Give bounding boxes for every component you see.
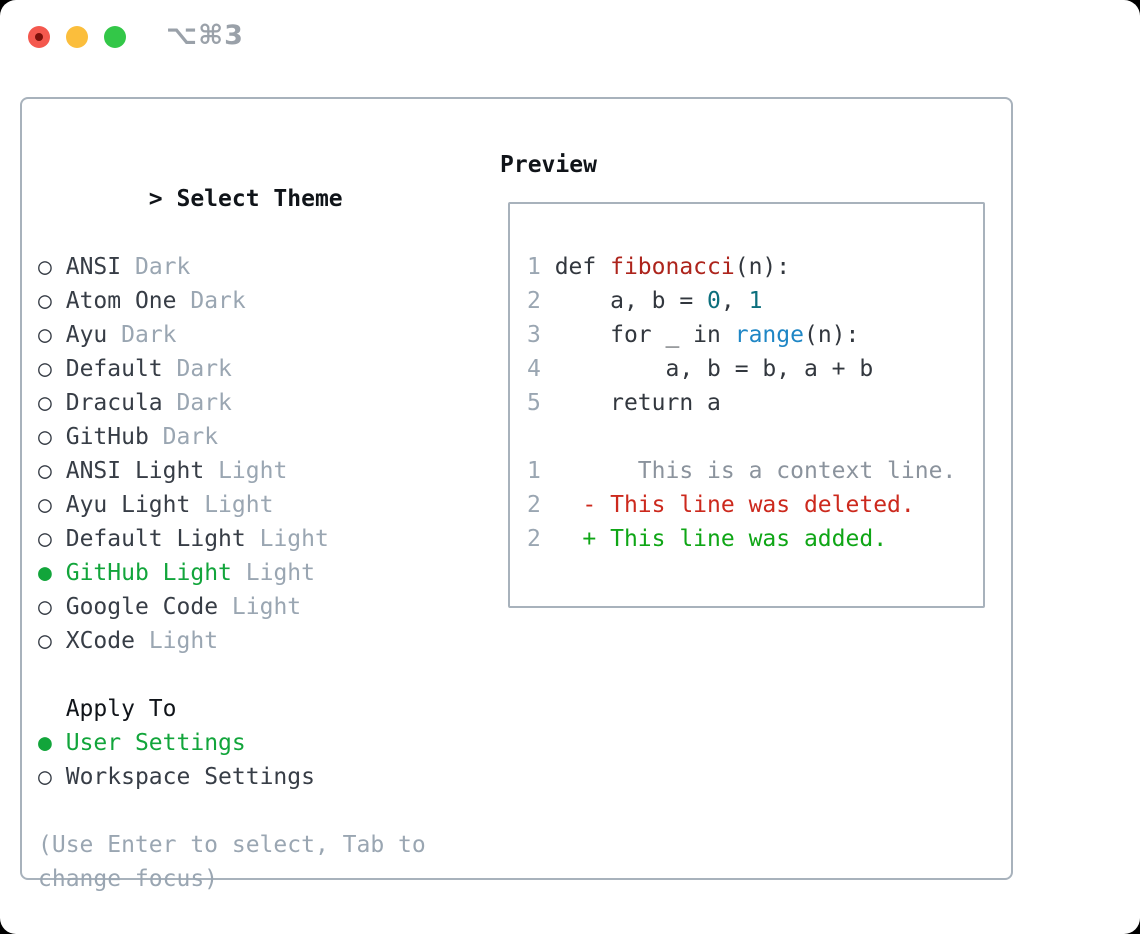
- window-title-shortcut: ⌥⌘3: [166, 20, 244, 51]
- preview-line: 3 for _ in range(n):: [527, 322, 860, 348]
- theme-selector-panel: > Select Theme ○ ANSI Dark○ Atom One Dar…: [20, 97, 1013, 892]
- radio-icon: ○: [38, 526, 52, 552]
- radio-icon: ○: [38, 322, 52, 348]
- theme-variant: Light: [204, 492, 274, 518]
- theme-name: ANSI Light: [65, 458, 205, 484]
- theme-variant: Dark: [121, 322, 177, 348]
- help-text-line-2: change focus): [38, 866, 219, 892]
- theme-variant: Dark: [176, 356, 232, 382]
- theme-name: Atom One: [65, 288, 177, 314]
- radio-icon: ○: [38, 254, 52, 280]
- theme-variant: Dark: [162, 424, 219, 450]
- spacer: [38, 794, 500, 828]
- radio-icon: ○: [38, 594, 52, 620]
- apply-to-option[interactable]: ○ Workspace Settings: [38, 760, 500, 794]
- theme-name: Google Code: [65, 594, 219, 620]
- help-text-line-1: (Use Enter to select, Tab to: [38, 832, 426, 858]
- apply-to-header: Apply To: [65, 696, 177, 722]
- theme-option[interactable]: ○ ANSI Dark: [38, 250, 500, 284]
- theme-name: GitHub: [65, 424, 149, 450]
- select-theme-title: Select Theme: [176, 186, 343, 212]
- preview-line: 2 - This line was deleted.: [527, 492, 915, 518]
- radio-icon: ○: [38, 458, 52, 484]
- theme-variant: Light: [245, 560, 315, 586]
- theme-option[interactable]: ● GitHub Light Light: [38, 556, 500, 590]
- spacer: [38, 658, 500, 692]
- theme-list: ○ ANSI Dark○ Atom One Dark○ Ayu Dark○ De…: [38, 250, 500, 658]
- theme-name: Default Light: [65, 526, 246, 552]
- theme-option[interactable]: ○ GitHub Dark: [38, 420, 500, 454]
- theme-option[interactable]: ○ Dracula Dark: [38, 386, 500, 420]
- preview-title: Preview: [500, 152, 597, 178]
- selected-radio-icon: ●: [38, 560, 52, 586]
- radio-icon: ○: [38, 628, 52, 654]
- radio-icon: ○: [38, 390, 52, 416]
- focus-prompt-icon: >: [148, 186, 177, 212]
- theme-variant: Light: [259, 526, 329, 552]
- theme-option[interactable]: ○ Google Code Light: [38, 590, 500, 624]
- theme-name: XCode: [65, 628, 135, 654]
- theme-variant: Light: [148, 628, 219, 654]
- titlebar: [28, 26, 126, 48]
- theme-variant: Dark: [176, 390, 232, 416]
- theme-option[interactable]: ○ ANSI Light Light: [38, 454, 500, 488]
- apply-to-label: Workspace Settings: [65, 764, 315, 790]
- preview-column: Preview 1 def fibonacci(n): 2 a, b = 0, 1…: [500, 148, 1011, 878]
- radio-icon: ○: [38, 288, 52, 314]
- theme-name: Ayu Light: [65, 492, 191, 518]
- theme-option[interactable]: ○ Default Light Light: [38, 522, 500, 556]
- theme-option[interactable]: ○ Ayu Dark: [38, 318, 500, 352]
- theme-variant: Dark: [190, 288, 246, 314]
- apply-to-list: ● User Settings○ Workspace Settings: [38, 726, 500, 794]
- theme-option[interactable]: ○ Default Dark: [38, 352, 500, 386]
- theme-name: Ayu: [65, 322, 108, 348]
- preview-box: 1 def fibonacci(n): 2 a, b = 0, 1 3 for _ …: [508, 202, 985, 608]
- preview-line: 5 return a: [527, 390, 721, 416]
- theme-variant: Light: [218, 458, 288, 484]
- radio-icon: ○: [38, 492, 52, 518]
- theme-variant: Dark: [134, 254, 191, 280]
- preview-line: 4 a, b = b, a + b: [527, 356, 874, 382]
- radio-icon: ○: [38, 424, 52, 450]
- radio-icon: ○: [38, 764, 52, 790]
- select-theme-header: > Select Theme: [38, 148, 500, 250]
- theme-option[interactable]: ○ Atom One Dark: [38, 284, 500, 318]
- preview-code: 1 def fibonacci(n): 2 a, b = 0, 1 3 for _ …: [527, 250, 983, 556]
- selected-radio-icon: ●: [38, 730, 52, 756]
- apply-to-option[interactable]: ● User Settings: [38, 726, 500, 760]
- preview-line: 1 def fibonacci(n):: [527, 254, 791, 280]
- theme-name: ANSI: [65, 254, 122, 280]
- preview-line: 2 a, b = 0, 1: [527, 288, 763, 314]
- close-button[interactable]: [28, 26, 50, 48]
- preview-line: 2 + This line was added.: [527, 526, 888, 552]
- preview-line: 1 This is a context line.: [527, 458, 957, 484]
- theme-name: Dracula: [65, 390, 163, 416]
- radio-icon: ○: [38, 356, 52, 382]
- theme-option[interactable]: ○ Ayu Light Light: [38, 488, 500, 522]
- apply-to-label: User Settings: [65, 730, 246, 756]
- theme-name: GitHub Light: [65, 560, 232, 586]
- zoom-button[interactable]: [104, 26, 126, 48]
- preview-line: [527, 420, 983, 454]
- theme-option[interactable]: ○ XCode Light: [38, 624, 500, 658]
- minimize-button[interactable]: [66, 26, 88, 48]
- theme-variant: Light: [231, 594, 302, 620]
- theme-list-column: > Select Theme ○ ANSI Dark○ Atom One Dar…: [38, 148, 500, 892]
- theme-name: Default: [65, 356, 163, 382]
